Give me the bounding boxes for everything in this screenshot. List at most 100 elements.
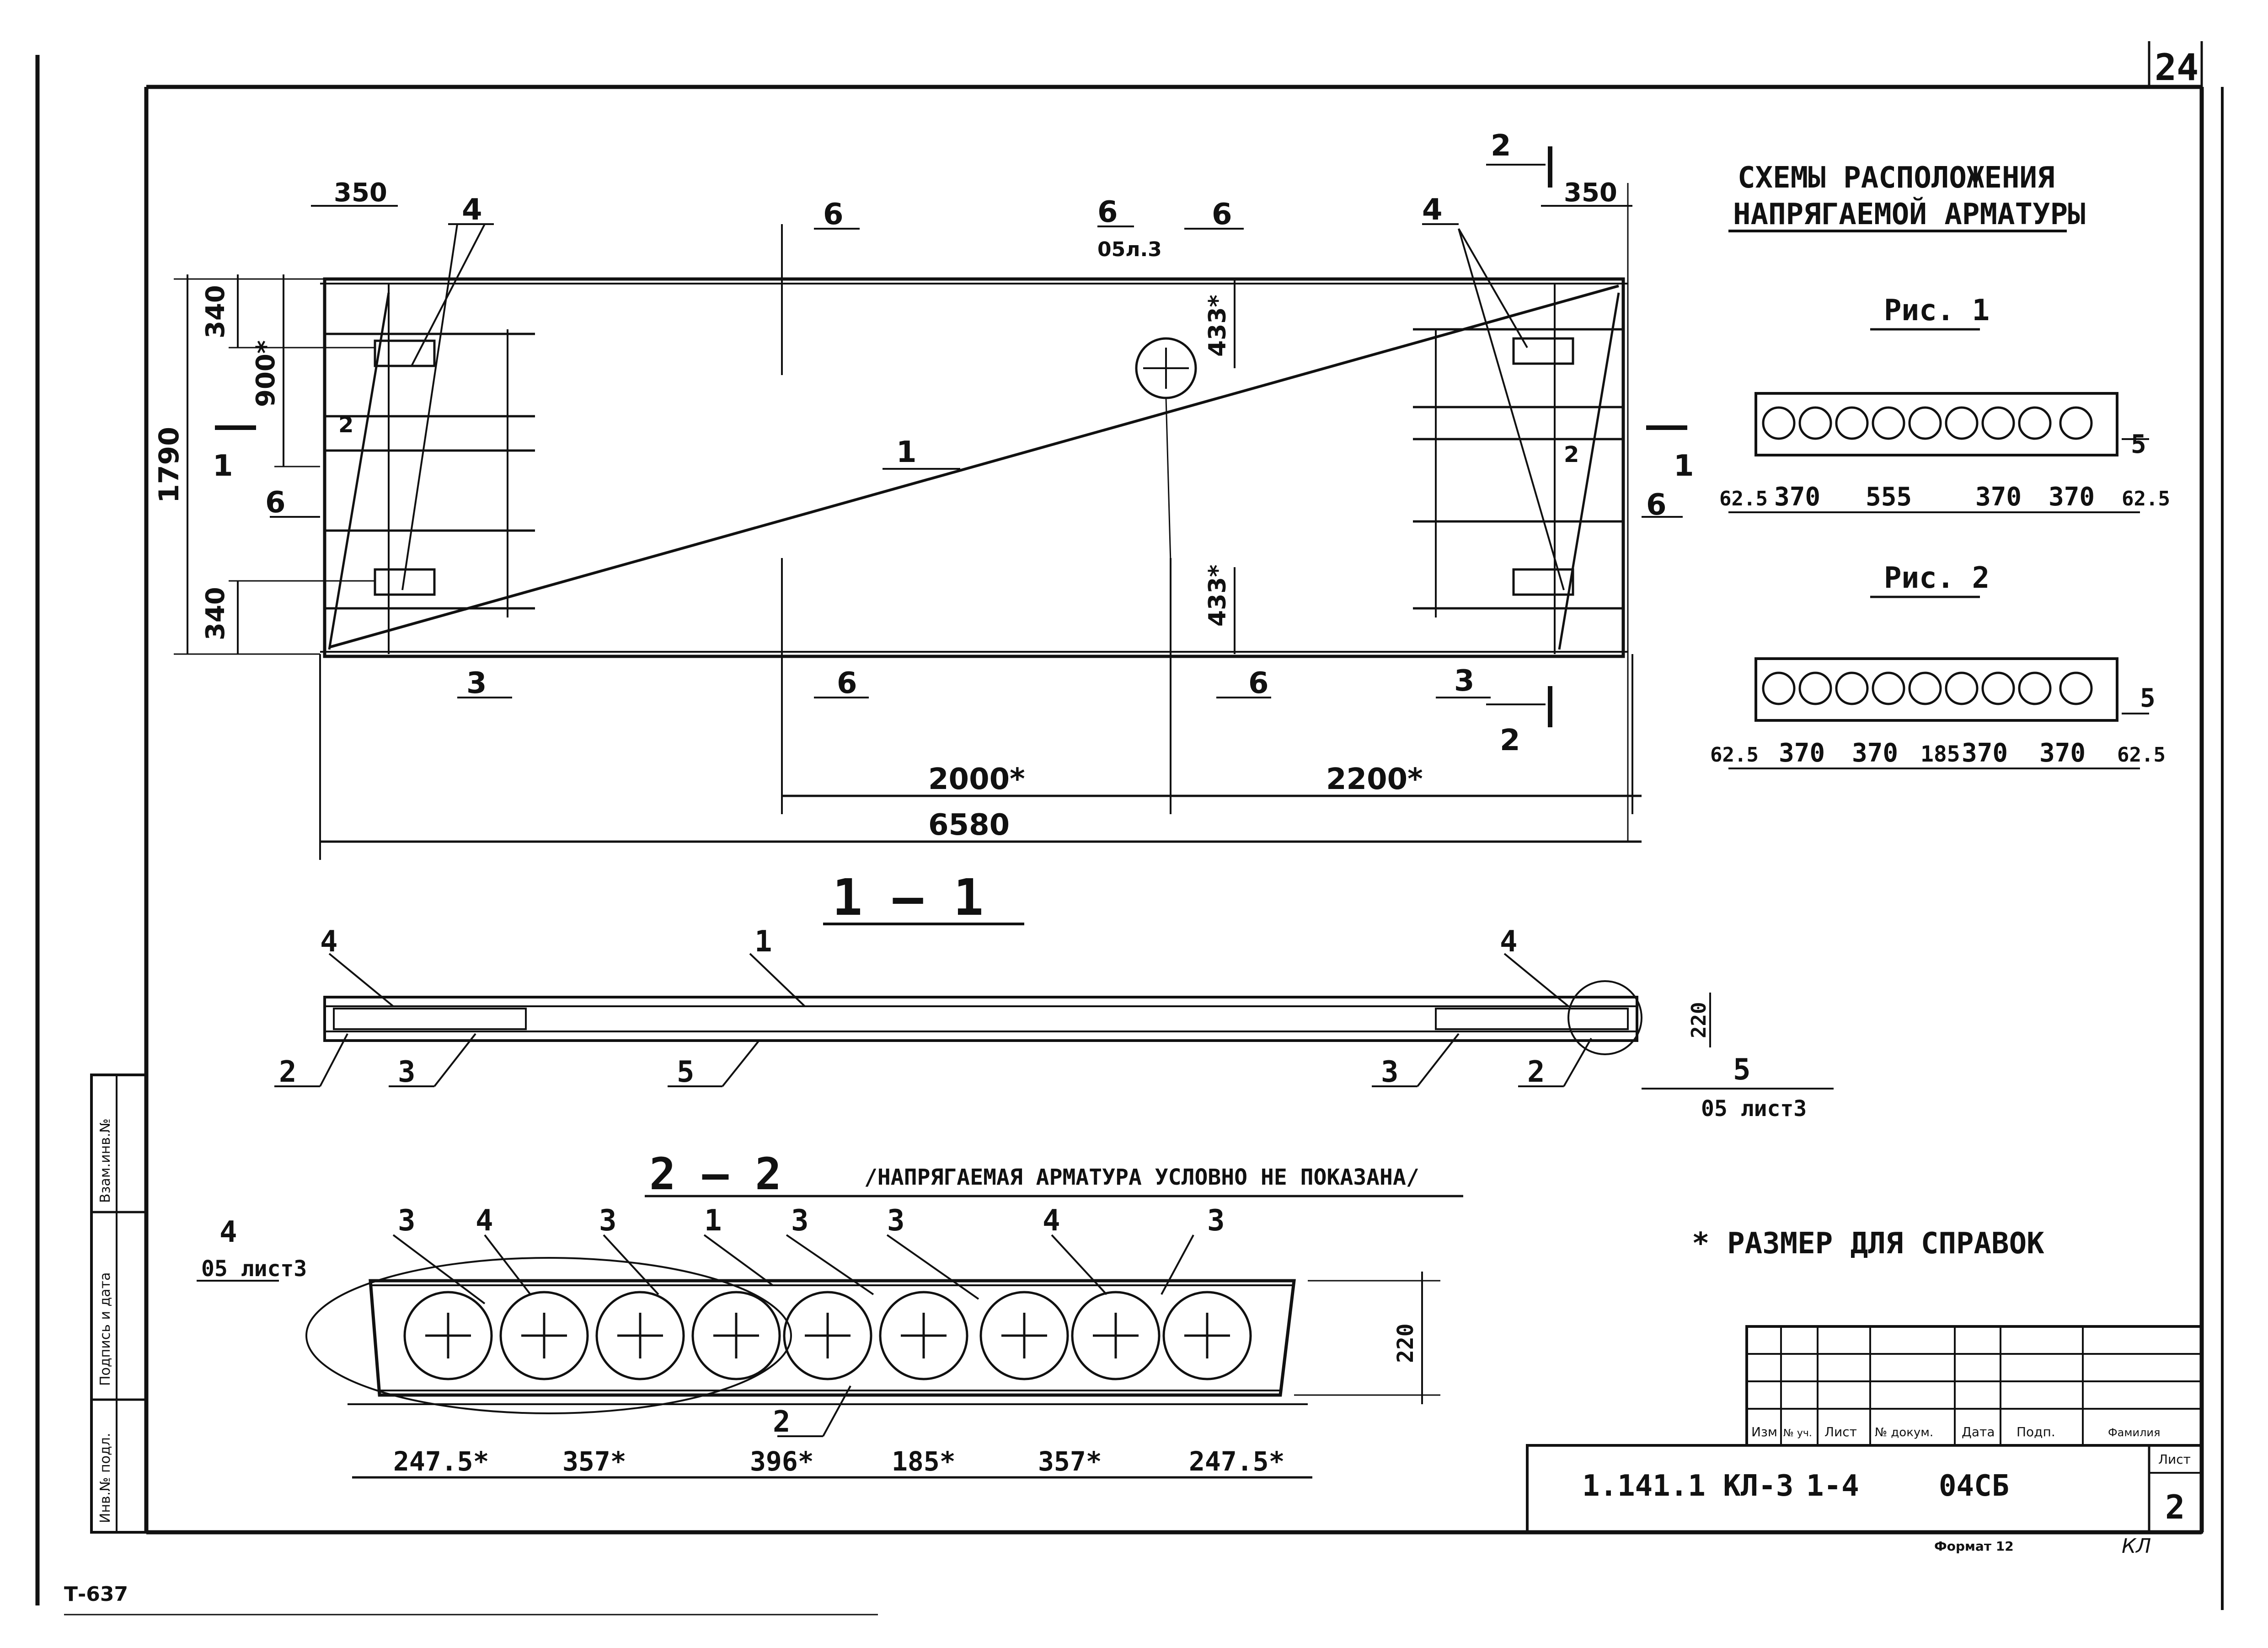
s11-label-3-left: 3 [398, 1055, 416, 1089]
s22-label-4-a: 4 [476, 1204, 493, 1238]
s11-label-4-left: 4 [320, 925, 338, 959]
fig1-dim-4: 370 [2049, 482, 2095, 512]
s22-bottom-dim-4: 357* [1038, 1446, 1102, 1477]
fig1-dim-3: 370 [1975, 482, 2022, 512]
title-line-1: СХЕМЫ РАСПОЛОЖЕНИЯ [1738, 161, 2055, 195]
fig2-dim-0: 62.5 [1710, 743, 1759, 767]
plan-labels: 350 350 340 340 900* 1790 433* 433* 2000… [153, 129, 1694, 842]
tb-header-2: Лист [1824, 1424, 1857, 1439]
section-mark-1-left: 1 [213, 449, 233, 483]
tb-header-0: Изм [1751, 1424, 1777, 1439]
label-6-left: 6 [265, 486, 286, 520]
fig2-dim-3: 185 [1920, 741, 1960, 767]
section-1-1: 1 — 1 4 1 4 2 3 5 3 2 5 05 лист3 220 [274, 868, 1834, 1122]
detail-ellipse [305, 1257, 792, 1414]
s22-label-3-b: 3 [599, 1204, 617, 1238]
fig2-title: Рис. 2 [1884, 561, 1990, 595]
label-6-top-c: 6 [1212, 198, 1232, 231]
section-2-2: 2 — 2 /НАПРЯГАЕМАЯ АРМАТУРА УСЛОВНО НЕ П… [197, 1149, 1463, 1479]
dim-340-top: 340 [201, 285, 230, 338]
prestress-strand-diagonal [329, 285, 1619, 649]
side-stamp-1: Подпись и дата [97, 1272, 113, 1386]
tb-header-4: Дата [1962, 1424, 1995, 1439]
s22-bottom-dim-2: 396* [750, 1446, 814, 1477]
fig2-dim-1: 370 [1779, 738, 1825, 768]
section-mark-2-bottom: 2 [1500, 724, 1520, 757]
fig1-dim-1: 370 [1774, 482, 1820, 512]
slab-outline [323, 277, 1625, 658]
dim-2000: 2000* [928, 762, 1025, 796]
ref-05l3: 05л.3 [1097, 238, 1162, 261]
title-block [1526, 1325, 2203, 1534]
s11-label-2-right: 2 [1527, 1055, 1545, 1089]
fig1-dim-5: 62.5 [2122, 487, 2170, 510]
s22-bottom-dim-5: 247.5* [1189, 1446, 1285, 1477]
fig2-dim-6: 62.5 [2117, 743, 2166, 767]
section-mark-1-right: 1 [1674, 449, 1694, 483]
dim-433-top: 433* [1204, 295, 1231, 357]
dim-6580: 6580 [928, 808, 1010, 842]
section-2-2-note: /НАПРЯГАЕМАЯ АРМАТУРА УСЛОВНО НЕ ПОКАЗАН… [864, 1165, 1419, 1190]
tb-header-6: Фамилия [2108, 1426, 2160, 1439]
corner-code: Т-637 [64, 1583, 128, 1606]
label-6-right: 6 [1646, 488, 1667, 522]
label-4-right: 4 [1422, 193, 1443, 227]
s22-ref-05-list3: 05 лист3 [201, 1256, 307, 1282]
label-2-plan-right: 2 [1564, 442, 1579, 467]
s22-label-3-d: 3 [887, 1204, 905, 1238]
s22-label-3-a: 3 [398, 1204, 416, 1238]
sheet-number: 24 [2155, 46, 2198, 89]
dim-350-left: 350 [334, 178, 387, 208]
fig2-dim-4: 370 [1962, 738, 2008, 768]
section-1-1-title: 1 — 1 [832, 868, 984, 927]
dim-2200: 2200* [1326, 762, 1423, 796]
tb-sheet-value: 2 [2165, 1488, 2185, 1526]
tb-header-5: Подп. [2017, 1424, 2055, 1439]
footnote-reference-size: * РАЗМЕР ДЛЯ СПРАВОК [1692, 1227, 2044, 1261]
tb-scribble: КЛ [2122, 1535, 2151, 1558]
tb-format: Формат 12 [1934, 1539, 2014, 1554]
plan-view [174, 146, 1687, 860]
diagram-title: СХЕМЫ РАСПОЛОЖЕНИЯ НАПРЯГАЕМОЙ АРМАТУРЫ [1728, 161, 2086, 232]
label-2-plan-left: 2 [338, 412, 353, 438]
tb-header-3: № докум. [1875, 1426, 1933, 1439]
label-3-left: 3 [466, 666, 487, 700]
dim-350-right: 350 [1564, 178, 1617, 208]
section-2-2-slab [369, 1279, 1296, 1397]
s22-bottom-dim-3: 185* [892, 1446, 956, 1477]
s22-label-1: 1 [704, 1204, 722, 1238]
dim-340-bottom: 340 [201, 587, 230, 640]
s22-label-3-e: 3 [1207, 1204, 1225, 1238]
s11-label-2-left: 2 [279, 1055, 297, 1089]
title-line-2: НАПРЯГАЕМОЙ АРМАТУРЫ [1733, 197, 2086, 231]
s22-bottom-dim-1: 357* [562, 1446, 626, 1477]
figure-2: Рис. 2 5 62.5 370 370 185 370 370 62.5 [1710, 561, 2166, 769]
s22-label-2: 2 [773, 1405, 791, 1439]
label-6-bottom-a: 6 [837, 666, 857, 700]
sheet-frame [35, 41, 2224, 1616]
s11-label-5-detail: 5 [1733, 1053, 1751, 1087]
title-block-text: Изм № уч. Лист № докум. Дата Подп. Фамил… [1582, 1424, 2191, 1558]
tb-code: 1.141.1 КЛ-3 [1582, 1469, 1793, 1503]
label-6-top-a: 6 [823, 198, 844, 231]
s11-label-5: 5 [677, 1055, 695, 1089]
tb-header-1: № уч. [1783, 1428, 1812, 1439]
fig2-slab [1754, 657, 2118, 722]
label-6-top-b: 6 [1097, 195, 1118, 229]
s11-label-1: 1 [754, 925, 772, 959]
label-6-bottom-b: 6 [1248, 666, 1269, 700]
s22-dim-220: 220 [1393, 1323, 1418, 1363]
dim-1790: 1790 [153, 427, 185, 503]
fig1-dim-0: 62.5 [1719, 487, 1768, 510]
section-2-2-voids [403, 1291, 1252, 1380]
s22-ref-4: 4 [219, 1215, 237, 1249]
fig1-title: Рис. 1 [1884, 294, 1990, 327]
s11-label-4-right: 4 [1500, 925, 1518, 959]
fig2-dim-2: 370 [1852, 738, 1898, 768]
fig1-dim-2: 555 [1866, 482, 1912, 512]
side-stamp-0: Инв.№ подл. [97, 1433, 113, 1523]
fig2-dim-5: 370 [2039, 738, 2086, 768]
dim-433-bottom: 433* [1204, 564, 1231, 627]
s11-label-3-right: 3 [1381, 1055, 1399, 1089]
